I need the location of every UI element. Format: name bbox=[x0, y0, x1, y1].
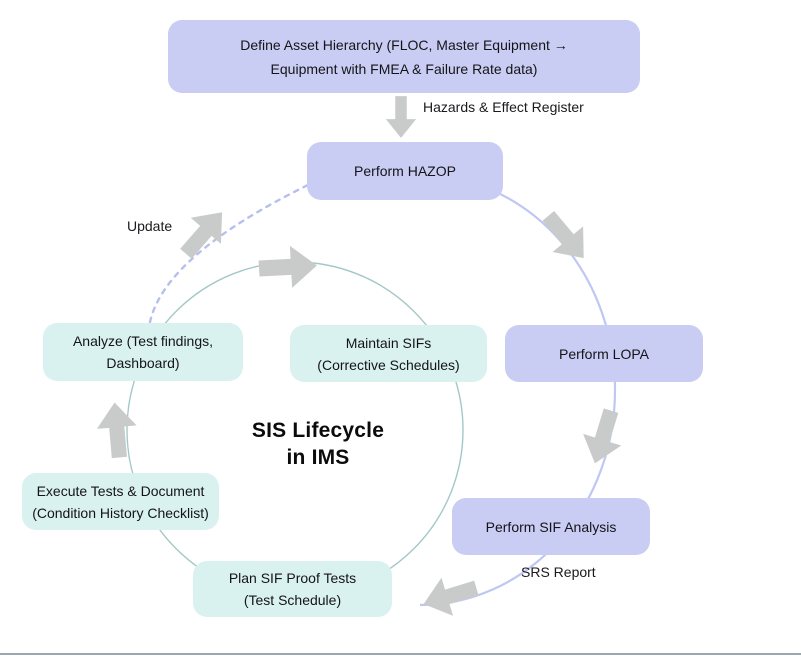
update-label: Update bbox=[127, 218, 173, 234]
node-perform-lopa: Perform LOPA bbox=[505, 325, 703, 382]
node-analyze-findings: Analyze (Test findings, Dashboard) bbox=[43, 323, 243, 381]
node-define-asset-hierarchy: Define Asset Hierarchy (FLOC, Master Equ… bbox=[168, 20, 640, 93]
block-arrow-up-right-icon bbox=[170, 199, 238, 267]
node-maintain-sifs: Maintain SIFs (Corrective Schedules) bbox=[290, 325, 487, 382]
node-perform-sif-analysis: Perform SIF Analysis bbox=[452, 498, 650, 555]
block-arrow-left-icon bbox=[417, 568, 483, 624]
node-perform-hazop: Perform HAZOP bbox=[307, 142, 503, 200]
node-plan-sif-proof-tests: Plan SIF Proof Tests (Test Schedule) bbox=[193, 561, 392, 617]
block-arrow-down-left-icon bbox=[575, 404, 631, 470]
diagram-title: SIS Lifecycle in IMS bbox=[251, 419, 385, 469]
block-arrow-down-right-icon bbox=[533, 203, 599, 271]
block-arrow-up-icon bbox=[94, 400, 140, 460]
hazards-effect-register-label: Hazards & Effect Register bbox=[423, 99, 584, 115]
node-execute-tests-document: Execute Tests & Document (Condition Hist… bbox=[22, 473, 219, 530]
lavender-cycle-arc bbox=[419, 173, 617, 607]
update-dashed-arc bbox=[148, 182, 312, 324]
block-arrow-right-icon bbox=[257, 244, 319, 290]
srs-report-label: SRS Report bbox=[521, 564, 596, 580]
footer-divider bbox=[0, 653, 801, 655]
block-arrow-down-icon bbox=[385, 96, 417, 138]
